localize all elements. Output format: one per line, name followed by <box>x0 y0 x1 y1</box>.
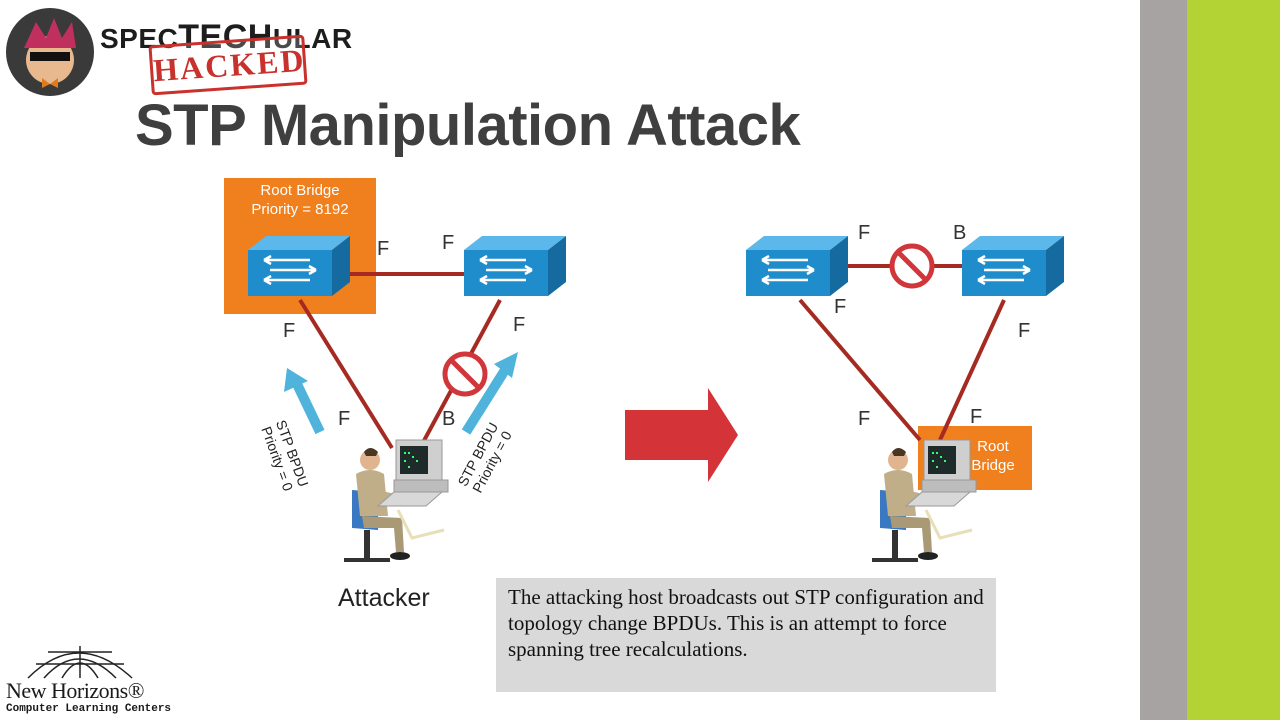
root-priority-label: Priority = 8192 <box>251 201 349 218</box>
port-label-blocked: B <box>953 222 967 244</box>
brand-wordmark: SPECTECHULAR <box>100 18 353 56</box>
port-label: F <box>858 408 871 430</box>
right-attacker-figure <box>870 438 978 562</box>
new-horizons-globe <box>27 646 133 679</box>
right-switch-2 <box>960 234 1066 298</box>
right-blocked-icon <box>892 246 932 286</box>
left-attacker-figure <box>342 438 450 562</box>
port-label-blocked: B <box>442 408 456 430</box>
port-label: F <box>338 408 351 430</box>
link-sw1-attacker <box>798 298 922 442</box>
caption-box <box>496 578 996 692</box>
left-root-switch <box>246 234 352 298</box>
side-stripe-green <box>1187 0 1280 720</box>
right-switch-1 <box>744 234 850 298</box>
attacker-label: Attacker <box>338 584 430 612</box>
link-root-attacker <box>298 298 394 450</box>
left-peer-switch <box>462 234 568 298</box>
mascot-logo <box>6 8 94 96</box>
port-label: F <box>513 314 526 336</box>
port-label: F <box>283 320 296 342</box>
bpdu-arrow-right <box>461 352 518 435</box>
new-horizons-name: New Horizons® <box>6 678 144 703</box>
root-label-line2: Bridge <box>971 457 1015 474</box>
slide-title: STP Manipulation Attack <box>135 93 801 158</box>
port-label: F <box>1018 320 1031 342</box>
port-label: F <box>970 406 983 428</box>
left-blocked-icon <box>445 354 485 394</box>
port-label: F <box>442 232 455 254</box>
root-bridge-label: Root Bridge <box>260 182 340 199</box>
transition-arrow <box>625 388 738 482</box>
side-stripe-gray <box>1140 0 1187 720</box>
caption-text: The attacking host broadcasts out STP co… <box>508 585 984 661</box>
port-label: F <box>377 238 390 260</box>
link-sw2-attacker <box>938 299 1006 441</box>
topology-diagram <box>27 234 1066 679</box>
port-label: F <box>834 296 847 318</box>
root-label-line1: Root <box>977 438 1009 455</box>
new-horizons-tagline: Computer Learning Centers <box>6 703 172 715</box>
bpdu-arrow-left <box>284 368 325 435</box>
port-label: F <box>858 222 871 244</box>
